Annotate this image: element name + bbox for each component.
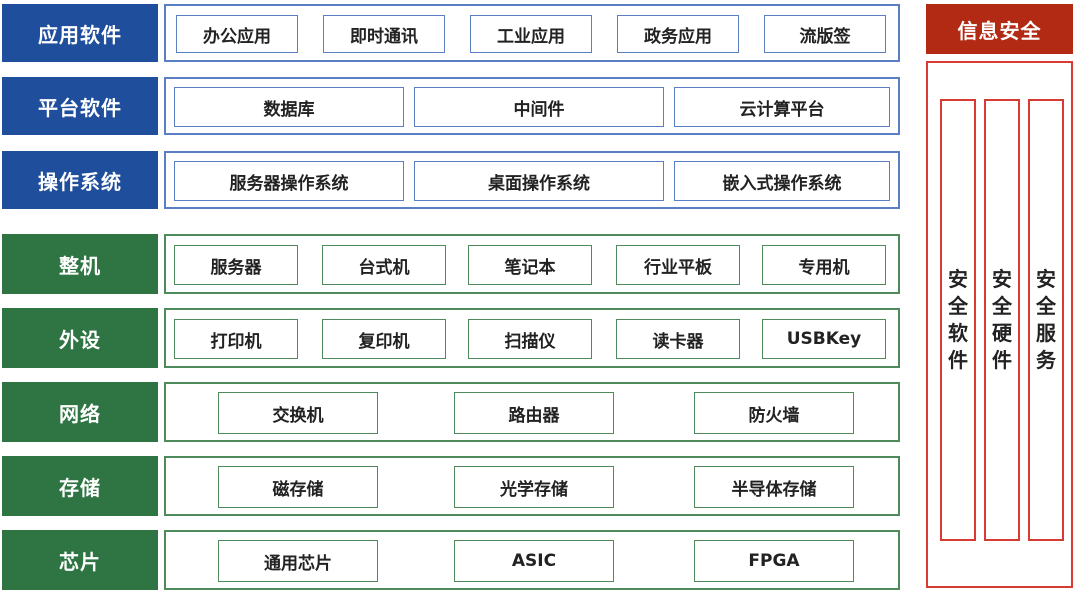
layer-peripherals: 外设 打印机 复印机 扫描仪 读卡器 USBKey xyxy=(0,308,900,368)
layer-item: 服务器 xyxy=(174,245,298,285)
layer-label: 存储 xyxy=(2,456,158,516)
layer-item: 交换机 xyxy=(218,392,378,434)
security-column-hardware: 安全硬件 xyxy=(984,99,1020,541)
layer-item: 流版签 xyxy=(764,15,886,53)
layer-item: 半导体存储 xyxy=(694,466,854,508)
layer-application-software: 应用软件 办公应用 即时通讯 工业应用 政务应用 流版签 xyxy=(0,4,900,62)
layer-label: 平台软件 xyxy=(2,77,158,135)
layer-item: ASIC xyxy=(454,540,614,582)
security-column-service: 安全服务 xyxy=(1028,99,1064,541)
layer-platform-software: 平台软件 数据库 中间件 云计算平台 xyxy=(0,77,900,135)
security-column-software: 安全软件 xyxy=(940,99,976,541)
layer-items-box: 交换机 路由器 防火墙 xyxy=(164,382,900,442)
layer-item: 办公应用 xyxy=(176,15,298,53)
security-title: 信息安全 xyxy=(926,4,1073,54)
layer-label: 外设 xyxy=(2,308,158,368)
layer-item: 工业应用 xyxy=(470,15,592,53)
layer-items-box: 通用芯片 ASIC FPGA xyxy=(164,530,900,590)
layer-complete-machine: 整机 服务器 台式机 笔记本 行业平板 专用机 xyxy=(0,234,900,294)
layer-item: 扫描仪 xyxy=(468,319,592,359)
layer-item: 政务应用 xyxy=(617,15,739,53)
layer-item: 复印机 xyxy=(322,319,446,359)
layer-items-box: 服务器 台式机 笔记本 行业平板 专用机 xyxy=(164,234,900,294)
layer-item: 路由器 xyxy=(454,392,614,434)
layer-item: 台式机 xyxy=(322,245,446,285)
security-column-label: 安全服务 xyxy=(1036,267,1056,372)
layer-item: 即时通讯 xyxy=(323,15,445,53)
layer-item: 通用芯片 xyxy=(218,540,378,582)
layer-item: 云计算平台 xyxy=(674,87,890,127)
layer-items-box: 打印机 复印机 扫描仪 读卡器 USBKey xyxy=(164,308,900,368)
layer-item: 行业平板 xyxy=(616,245,740,285)
layer-label: 应用软件 xyxy=(2,4,158,62)
layer-items-box: 服务器操作系统 桌面操作系统 嵌入式操作系统 xyxy=(164,151,900,209)
security-column-label: 安全软件 xyxy=(948,267,968,372)
layer-item: 打印机 xyxy=(174,319,298,359)
layer-network: 网络 交换机 路由器 防火墙 xyxy=(0,382,900,442)
security-column-label: 安全硬件 xyxy=(992,267,1012,372)
layer-item: 读卡器 xyxy=(616,319,740,359)
layer-chip: 芯片 通用芯片 ASIC FPGA xyxy=(0,530,900,590)
layer-items-box: 磁存储 光学存储 半导体存储 xyxy=(164,456,900,516)
layer-label: 操作系统 xyxy=(2,151,158,209)
layer-item: 磁存储 xyxy=(218,466,378,508)
layer-items-box: 办公应用 即时通讯 工业应用 政务应用 流版签 xyxy=(164,4,900,62)
layer-item: 桌面操作系统 xyxy=(414,161,664,201)
layer-item: 专用机 xyxy=(762,245,886,285)
security-panel: 安全软件 安全硬件 安全服务 xyxy=(926,61,1073,588)
layer-item: 防火墙 xyxy=(694,392,854,434)
layer-item: 光学存储 xyxy=(454,466,614,508)
layer-item: FPGA xyxy=(694,540,854,582)
layer-item: 中间件 xyxy=(414,87,664,127)
layer-item: 数据库 xyxy=(174,87,404,127)
layer-storage: 存储 磁存储 光学存储 半导体存储 xyxy=(0,456,900,516)
layer-label: 整机 xyxy=(2,234,158,294)
layer-item: 笔记本 xyxy=(468,245,592,285)
layer-item: 嵌入式操作系统 xyxy=(674,161,890,201)
layer-item: USBKey xyxy=(762,319,886,359)
layer-operating-system: 操作系统 服务器操作系统 桌面操作系统 嵌入式操作系统 xyxy=(0,151,900,209)
layer-label: 芯片 xyxy=(2,530,158,590)
layer-items-box: 数据库 中间件 云计算平台 xyxy=(164,77,900,135)
layer-item: 服务器操作系统 xyxy=(174,161,404,201)
layer-label: 网络 xyxy=(2,382,158,442)
